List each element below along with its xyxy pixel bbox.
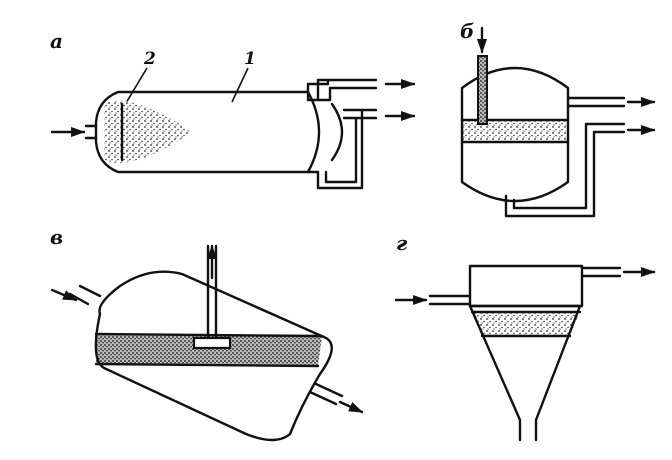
- upper-outlet-b: [566, 96, 626, 108]
- upper-outlet-a-inner: [316, 86, 378, 102]
- loop-pipe-b: [504, 122, 626, 218]
- inlet-pipe-v: [68, 284, 102, 306]
- leader-1: [231, 67, 249, 103]
- outlet-pipe-v: [308, 382, 344, 406]
- vessel-v: [94, 270, 333, 442]
- panel-v-letter: в: [50, 225, 63, 249]
- inlet-nozzle-a: [84, 124, 98, 140]
- bottom-pipe-a-outer: [306, 108, 364, 190]
- inner-cap-a: [330, 102, 344, 162]
- label-1: 1: [244, 49, 256, 69]
- feed-tube-b: [477, 55, 488, 125]
- vessel-body-a: [94, 90, 310, 174]
- layer-edges-g: [470, 310, 582, 338]
- t-collector-v: [192, 336, 232, 350]
- panel-b-letter: б: [460, 19, 474, 43]
- inlet-arrow-v: [50, 288, 78, 302]
- panel-v: в: [50, 225, 364, 442]
- granular-band-v: [96, 334, 322, 366]
- cone-g: [468, 304, 582, 442]
- end-cap-a: [306, 90, 321, 174]
- outlet-pipe-g: [580, 266, 622, 278]
- panel-a-letter: а: [50, 29, 63, 53]
- spray-cone: [104, 100, 192, 164]
- leader-2: [122, 67, 148, 109]
- panel-g-letter: г: [396, 231, 408, 255]
- bottom-pipe-a-inner: [324, 116, 378, 184]
- vessel-b: [460, 66, 570, 203]
- panel-g: г: [394, 231, 656, 442]
- label-2: 2: [143, 49, 156, 69]
- granular-layer-g: [472, 312, 580, 336]
- upper-outlet-a: [306, 78, 378, 102]
- panel-a: а 2 1: [50, 29, 416, 190]
- vertical-outlet-v: [206, 244, 218, 340]
- upper-chamber-g: [468, 264, 584, 308]
- granular-layer-b: [462, 120, 566, 142]
- panel-b: б: [460, 19, 656, 218]
- outlet-arrow-v-bottom: [338, 400, 364, 414]
- inlet-pipe-g: [428, 294, 472, 306]
